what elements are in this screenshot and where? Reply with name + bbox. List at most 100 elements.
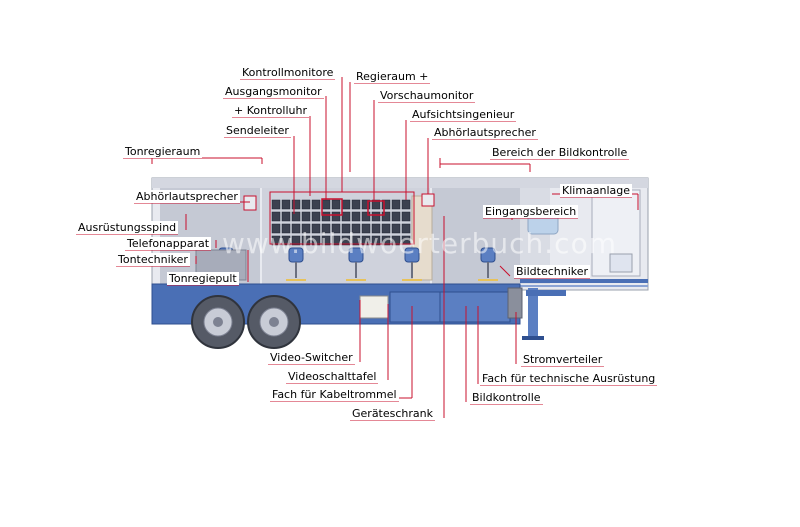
label-geraeteschrank: Geräteschrank bbox=[350, 407, 435, 420]
wheels bbox=[191, 295, 301, 349]
label-vorschaumonitor: Vorschaumonitor bbox=[378, 89, 476, 102]
landing-foot bbox=[522, 336, 544, 340]
cable-drum-compartment bbox=[389, 291, 441, 323]
monitor bbox=[401, 211, 411, 222]
leader-line bbox=[499, 265, 511, 277]
monitor bbox=[281, 199, 291, 210]
monitor bbox=[331, 199, 341, 210]
label-bildkontrolle: Bildkontrolle bbox=[470, 391, 543, 404]
monitor bbox=[381, 211, 391, 222]
label-kontrollmonitore: Kontrollmonitore bbox=[240, 66, 336, 79]
power-distributor bbox=[507, 287, 523, 319]
label-fach-kabel: Fach für Kabeltrommel bbox=[270, 388, 399, 401]
monitor bbox=[381, 223, 391, 234]
label-aufsichtsingenieur: Aufsichtsingenieur bbox=[410, 108, 517, 121]
label-tonregiepult: Tonregiepult bbox=[167, 272, 239, 285]
label-tontechniker: Tontechniker bbox=[116, 253, 190, 266]
monitor bbox=[361, 199, 371, 210]
monitor bbox=[351, 199, 361, 210]
klimaanlage-panel bbox=[609, 253, 633, 273]
vorschaumonitor-frame bbox=[367, 200, 385, 216]
monitor bbox=[371, 223, 381, 234]
monitor bbox=[281, 223, 291, 234]
hub-center bbox=[269, 317, 279, 327]
monitor bbox=[281, 211, 291, 222]
tech-equipment-compartment bbox=[439, 291, 511, 323]
label-bildkontrolle-bereich: Bereich der Bildkontrolle bbox=[490, 146, 630, 159]
monitor bbox=[301, 223, 311, 234]
label-abhoer-top: Abhörlautsprecher bbox=[432, 126, 538, 139]
label-fach-technik: Fach für technische Ausrüstung bbox=[480, 372, 658, 385]
label-abhoer-left: Abhörlautsprecher bbox=[134, 190, 240, 203]
hub-center bbox=[213, 317, 223, 327]
label-sendeleiter: Sendeleiter bbox=[224, 124, 291, 137]
monitor bbox=[311, 199, 321, 210]
monitor bbox=[351, 223, 361, 234]
monitor bbox=[341, 223, 351, 234]
monitor bbox=[401, 199, 411, 210]
monitor bbox=[301, 199, 311, 210]
monitor bbox=[381, 235, 391, 246]
label-ausruestungsspind: Ausrüstungsspind bbox=[76, 221, 179, 234]
monitor bbox=[331, 223, 341, 234]
monitor bbox=[391, 235, 401, 246]
monitor bbox=[371, 199, 381, 210]
label-klimaanlage: Klimaanlage bbox=[560, 184, 633, 197]
label-stromverteiler: Stromverteiler bbox=[521, 353, 605, 366]
monitor bbox=[351, 235, 361, 246]
label-telefonapparat: Telefonapparat bbox=[125, 237, 212, 250]
watermark: www.bildwoerterbuch.com bbox=[222, 227, 617, 260]
monitor bbox=[301, 235, 311, 246]
monitor bbox=[371, 235, 381, 246]
switch-panel bbox=[359, 295, 389, 319]
monitor bbox=[351, 211, 361, 222]
label-bildtechniker: Bildtechniker bbox=[514, 265, 591, 278]
monitor bbox=[391, 223, 401, 234]
monitor bbox=[391, 199, 401, 210]
monitor bbox=[271, 235, 281, 246]
landing-gear bbox=[528, 288, 538, 338]
monitor bbox=[291, 235, 301, 246]
monitor bbox=[311, 223, 321, 234]
monitor bbox=[391, 211, 401, 222]
interior-bildkontrolle bbox=[432, 188, 520, 284]
monitor bbox=[361, 223, 371, 234]
monitor bbox=[301, 211, 311, 222]
monitor bbox=[401, 235, 411, 246]
monitor bbox=[321, 235, 331, 246]
monitor bbox=[361, 211, 371, 222]
monitor bbox=[341, 211, 351, 222]
speaker-left bbox=[243, 195, 257, 211]
monitor bbox=[331, 235, 341, 246]
monitor-wall bbox=[269, 191, 415, 246]
side-stripe-light bbox=[520, 285, 648, 287]
monitor bbox=[341, 235, 351, 246]
label-video-switcher: Video-Switcher bbox=[268, 351, 355, 364]
monitor bbox=[291, 199, 301, 210]
label-videoschalttafel: Videoschalttafel bbox=[286, 370, 379, 383]
monitor bbox=[341, 199, 351, 210]
monitor bbox=[361, 235, 371, 246]
kingpin-plate bbox=[526, 290, 566, 296]
monitor bbox=[371, 211, 381, 222]
side-stripe-dark bbox=[520, 279, 648, 283]
label-tonregieraum: Tonregieraum bbox=[123, 145, 203, 158]
trailer-roof bbox=[152, 178, 648, 188]
monitor bbox=[321, 199, 331, 210]
speaker-top bbox=[421, 193, 435, 207]
monitor bbox=[271, 223, 281, 234]
label-kontrolluhr: + Kontrolluhr bbox=[232, 104, 309, 117]
monitor bbox=[281, 235, 291, 246]
monitor bbox=[331, 211, 341, 222]
label-ausgangsmonitor: Ausgangsmonitor bbox=[223, 85, 324, 98]
monitor bbox=[321, 211, 331, 222]
monitor bbox=[291, 223, 301, 234]
ausgangsmonitor-frame bbox=[321, 198, 343, 216]
monitor bbox=[311, 211, 321, 222]
monitor bbox=[271, 211, 281, 222]
monitor bbox=[311, 235, 321, 246]
monitor bbox=[291, 211, 301, 222]
monitor bbox=[321, 223, 331, 234]
monitor bbox=[401, 223, 411, 234]
